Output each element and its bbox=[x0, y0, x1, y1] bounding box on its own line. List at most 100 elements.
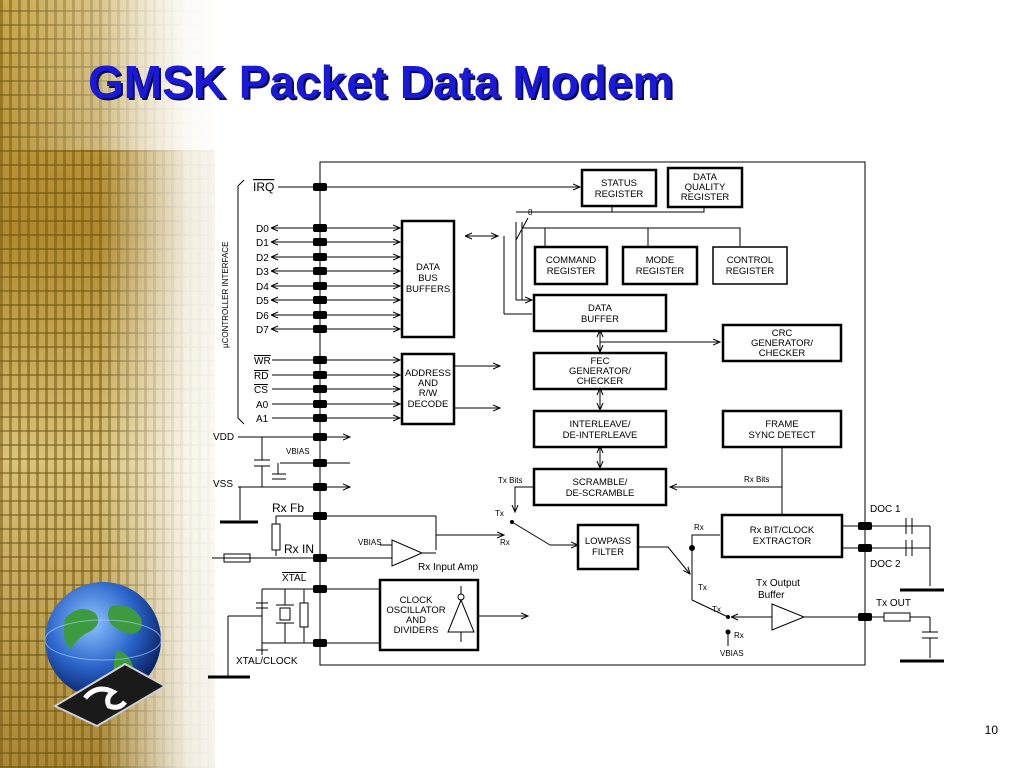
svg-text:Rx: Rx bbox=[734, 631, 744, 640]
svg-text:VBIAS: VBIAS bbox=[720, 649, 744, 658]
interface-label: µCONTROLLER INTERFACE bbox=[221, 242, 230, 348]
svg-text:CLOCK: CLOCK bbox=[400, 595, 433, 606]
pin-d6: D6 bbox=[256, 311, 269, 322]
pin-doc1-label: DOC 1 bbox=[870, 504, 901, 515]
rx-input-amp-icon bbox=[391, 539, 424, 567]
data-pin-lines bbox=[272, 224, 400, 333]
pin-a0-label: A0 bbox=[256, 400, 269, 411]
pin-rx-in-label: Rx IN bbox=[284, 542, 314, 556]
pin-d4: D4 bbox=[256, 282, 269, 293]
svg-text:DE-INTERLEAVE: DE-INTERLEAVE bbox=[563, 430, 638, 441]
block-data-quality-register bbox=[666, 166, 744, 209]
svg-text:BUFFERS: BUFFERS bbox=[406, 284, 450, 295]
page-number: 10 bbox=[984, 723, 998, 737]
pin-irq-label: IRQ bbox=[253, 180, 274, 194]
data-pin-labels: D0 D1 D2 D3 D4 D5 D6 D7 bbox=[256, 224, 269, 336]
svg-text:REGISTER: REGISTER bbox=[595, 189, 644, 200]
svg-text:SYNC DETECT: SYNC DETECT bbox=[748, 430, 815, 441]
svg-text:Rx Bits: Rx Bits bbox=[744, 475, 769, 484]
block-data-bus-buffers bbox=[400, 219, 456, 339]
pin-d0: D0 bbox=[256, 224, 269, 235]
svg-text:SCRAMBLE/: SCRAMBLE/ bbox=[573, 477, 628, 488]
crystal-icon bbox=[279, 607, 291, 621]
pin-rx-fb-label: Rx Fb bbox=[272, 501, 304, 515]
pin-vss-label: VSS bbox=[213, 479, 233, 490]
svg-text:ADDRESS: ADDRESS bbox=[405, 368, 451, 379]
svg-text:Rx: Rx bbox=[694, 523, 704, 532]
block-fec bbox=[532, 351, 668, 391]
pin-d7: D7 bbox=[256, 325, 269, 336]
svg-text:EXTRACTOR: EXTRACTOR bbox=[753, 536, 812, 547]
svg-text:Tx Bits: Tx Bits bbox=[498, 476, 522, 485]
svg-text:CONTROL: CONTROL bbox=[727, 255, 773, 266]
svg-text:Rx BIT/CLOCK: Rx BIT/CLOCK bbox=[750, 525, 815, 536]
pin-vdd-label: VDD bbox=[213, 432, 234, 443]
block-clock-oscillator bbox=[378, 578, 480, 652]
pin-cs-label: CS bbox=[254, 385, 268, 396]
block-scramble bbox=[532, 467, 668, 507]
pin-wr-label: WR bbox=[254, 356, 271, 367]
svg-text:R/W: R/W bbox=[419, 388, 438, 399]
pin-d3: D3 bbox=[256, 267, 269, 278]
block-rx-bit-clock-extractor bbox=[720, 513, 844, 559]
block-address-decode bbox=[400, 352, 456, 426]
svg-text:VBIAS: VBIAS bbox=[358, 538, 382, 547]
pin-doc2-label: DOC 2 bbox=[870, 559, 901, 570]
pin-a1-label: A1 bbox=[256, 414, 269, 425]
svg-text:CHECKER: CHECKER bbox=[759, 348, 806, 359]
block-mode-register bbox=[621, 245, 699, 286]
pin-tx-out-label: Tx OUT bbox=[876, 598, 911, 609]
block-status-register bbox=[580, 168, 658, 208]
svg-text:CHECKER: CHECKER bbox=[577, 376, 624, 387]
block-command-register bbox=[533, 245, 609, 286]
chip-outline bbox=[319, 161, 866, 666]
globe-logo-icon bbox=[44, 582, 168, 728]
svg-text:REGISTER: REGISTER bbox=[681, 192, 730, 203]
pin-d2: D2 bbox=[256, 253, 269, 264]
svg-text:INTERLEAVE/: INTERLEAVE/ bbox=[569, 419, 630, 430]
svg-text:GENERATOR/: GENERATOR/ bbox=[751, 338, 813, 349]
pin-xtal-label: XTAL bbox=[282, 573, 307, 584]
svg-text:Tx: Tx bbox=[712, 605, 721, 614]
rx-input-amp-label: Rx Input Amp bbox=[418, 562, 478, 573]
pin-xtal-clock-label: XTAL/CLOCK bbox=[236, 656, 298, 667]
pin-vbias-label: VBIAS bbox=[286, 447, 310, 456]
svg-text:Tx: Tx bbox=[495, 509, 504, 518]
svg-text:REGISTER: REGISTER bbox=[636, 266, 685, 277]
svg-text:MODE: MODE bbox=[646, 255, 675, 266]
svg-text:CRC: CRC bbox=[772, 328, 793, 339]
svg-text:GENERATOR/: GENERATOR/ bbox=[569, 366, 631, 377]
svg-text:FILTER: FILTER bbox=[592, 547, 624, 558]
svg-text:DATA: DATA bbox=[588, 303, 613, 314]
background-top-fade bbox=[0, 0, 1024, 150]
interface-bracket bbox=[237, 179, 245, 425]
svg-text:LOWPASS: LOWPASS bbox=[585, 536, 631, 547]
svg-text:DE-SCRAMBLE: DE-SCRAMBLE bbox=[566, 488, 635, 499]
block-crc bbox=[721, 323, 843, 363]
pin-d5: D5 bbox=[256, 296, 269, 307]
svg-text:OSCILLATOR: OSCILLATOR bbox=[386, 605, 445, 616]
pin-rd-label: RD bbox=[254, 371, 268, 382]
svg-text:REGISTER: REGISTER bbox=[547, 266, 596, 277]
svg-text:DIVIDERS: DIVIDERS bbox=[394, 625, 439, 636]
svg-text:BUS: BUS bbox=[418, 273, 438, 284]
svg-text:Rx: Rx bbox=[500, 538, 510, 547]
svg-text:FEC: FEC bbox=[591, 356, 610, 367]
tx-output-buffer-icon bbox=[771, 603, 806, 631]
svg-text:DATA: DATA bbox=[693, 172, 718, 183]
svg-text:COMMAND: COMMAND bbox=[546, 255, 596, 266]
svg-text:DECODE: DECODE bbox=[408, 399, 449, 410]
svg-text:AND: AND bbox=[406, 615, 426, 626]
tx-output-buffer-label-2: Buffer bbox=[758, 590, 785, 601]
slide-title: GMSK Packet Data Modem bbox=[88, 56, 674, 108]
svg-text:STATUS: STATUS bbox=[601, 178, 637, 189]
svg-text:BUFFER: BUFFER bbox=[581, 314, 619, 325]
svg-text:AND: AND bbox=[418, 378, 438, 389]
svg-text:QUALITY: QUALITY bbox=[685, 182, 726, 193]
svg-text:Tx: Tx bbox=[698, 583, 707, 592]
svg-text:FRAME: FRAME bbox=[765, 419, 798, 430]
tx-output-buffer-label-1: Tx Output bbox=[756, 578, 800, 589]
block-interleave bbox=[532, 409, 668, 449]
block-lowpass-filter bbox=[576, 523, 640, 571]
